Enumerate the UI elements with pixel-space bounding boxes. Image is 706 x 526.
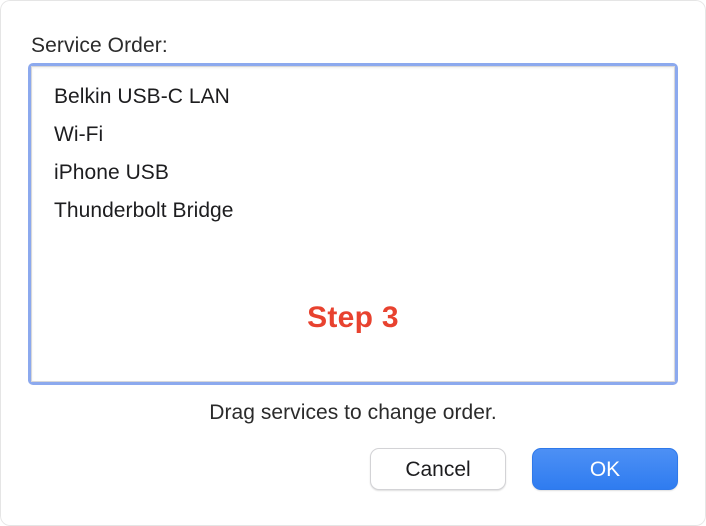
cancel-button[interactable]: Cancel xyxy=(370,448,506,490)
drag-hint-text: Drag services to change order. xyxy=(209,401,497,424)
step-annotation: Step 3 xyxy=(307,301,399,334)
list-item[interactable]: Thunderbolt Bridge xyxy=(54,199,234,222)
service-order-listbox[interactable]: Belkin USB-C LAN Wi-Fi iPhone USB Thunde… xyxy=(28,63,678,385)
list-item[interactable]: Belkin USB-C LAN xyxy=(54,85,230,108)
service-list-inner[interactable]: Belkin USB-C LAN Wi-Fi iPhone USB Thunde… xyxy=(31,66,675,382)
ok-button[interactable]: OK xyxy=(532,448,678,490)
list-item[interactable]: iPhone USB xyxy=(54,161,169,184)
dialog-button-bar: Cancel OK xyxy=(0,448,706,494)
service-order-label: Service Order: xyxy=(31,34,168,57)
list-item[interactable]: Wi-Fi xyxy=(54,123,104,146)
